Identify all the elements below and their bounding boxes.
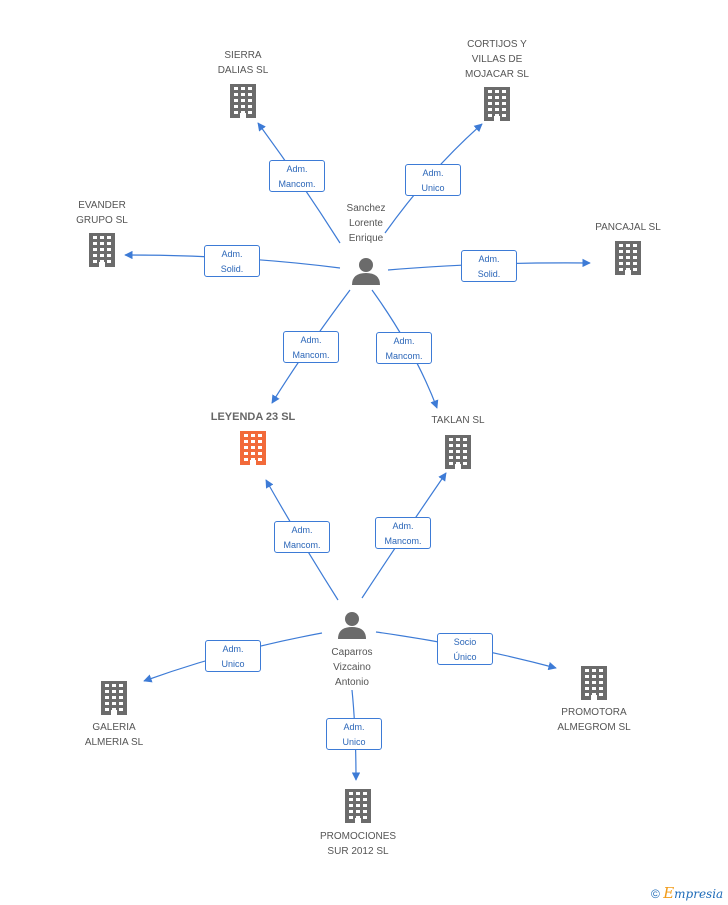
building-icon-leyenda[interactable] — [240, 431, 266, 465]
node-label-caparros[interactable]: Caparros Vizcaino Antonio — [331, 647, 373, 688]
relation-label-sanchez-pancajal: Adm. Solid. — [461, 250, 517, 282]
relation-label-sanchez-taklan: Adm. Mancom. — [376, 332, 432, 364]
node-label-galeria[interactable]: GALERIA ALMERIA SL — [84, 722, 144, 748]
node-label-promociones[interactable]: PROMOCIONES SUR 2012 SL — [319, 831, 397, 857]
relation-label-caparros-taklan: Adm. Mancom. — [375, 517, 431, 549]
relation-label-caparros-leyenda: Adm. Mancom. — [274, 521, 330, 553]
relation-label-caparros-promotora: Socio Único — [437, 633, 493, 665]
person-icon-caparros[interactable] — [338, 612, 366, 639]
brand-initial: E — [663, 884, 675, 902]
node-label-sierra[interactable]: SIERRA DALIAS SL — [217, 50, 269, 76]
relation-label-sanchez-leyenda: Adm. Mancom. — [283, 331, 339, 363]
building-icon-taklan[interactable] — [445, 435, 471, 469]
node-label-leyenda[interactable]: LEYENDA 23 SL — [210, 411, 296, 423]
building-icon-galeria[interactable] — [101, 681, 127, 715]
node-label-evander[interactable]: EVANDER GRUPO SL — [76, 200, 128, 226]
relation-label-caparros-galeria: Adm. Unico — [205, 640, 261, 672]
building-icon-evander[interactable] — [89, 233, 115, 267]
relation-label-sanchez-sierra: Adm. Mancom. — [269, 160, 325, 192]
copyright-symbol: © — [651, 887, 660, 901]
building-icon-sierra[interactable] — [230, 84, 256, 118]
building-icon-promotora[interactable] — [581, 666, 607, 700]
node-label-taklan[interactable]: TAKLAN SL — [431, 415, 485, 426]
node-label-promotora[interactable]: PROMOTORA ALMEGROM SL — [557, 707, 631, 733]
node-label-sanchez[interactable]: Sanchez Lorente Enrique — [346, 203, 386, 244]
building-icon-promociones[interactable] — [345, 789, 371, 823]
relation-label-sanchez-cortijos: Adm. Unico — [405, 164, 461, 196]
brand-name: mpresia — [674, 887, 724, 901]
node-label-cortijos[interactable]: CORTIJOS Y VILLAS DE MOJACAR SL — [465, 39, 529, 80]
building-icon-cortijos[interactable] — [484, 87, 510, 121]
building-icon-pancajal[interactable] — [615, 241, 641, 275]
person-icon-sanchez[interactable] — [352, 258, 380, 285]
relation-label-caparros-promociones: Adm. Unico — [326, 718, 382, 750]
relation-label-sanchez-evander: Adm. Solid. — [204, 245, 260, 277]
node-label-pancajal[interactable]: PANCAJAL SL — [595, 222, 661, 233]
empresia-logo: © Empresia — [651, 884, 723, 902]
